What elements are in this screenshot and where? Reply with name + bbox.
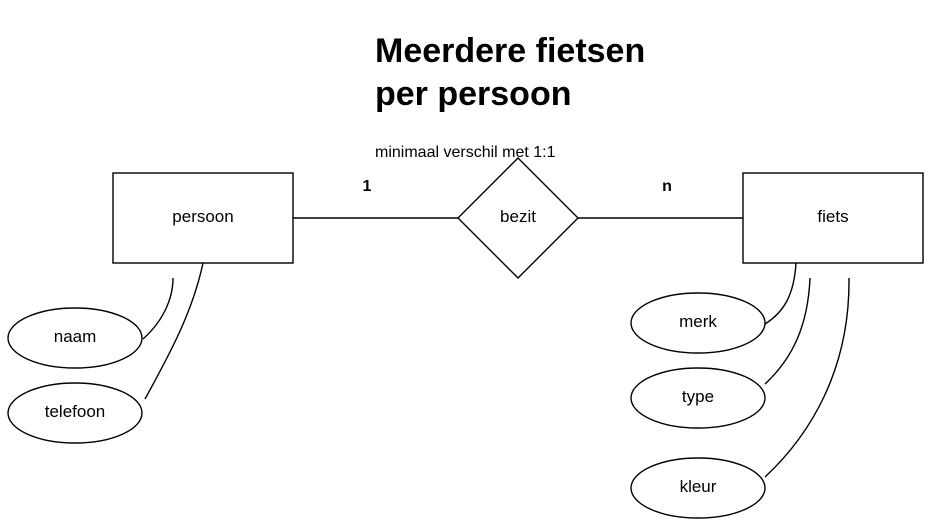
entity-fiets: fiets	[742, 172, 924, 264]
connector-fiets-kleur	[764, 277, 850, 478]
connector-persoon-telefoon	[144, 262, 204, 400]
entity-persoon-box	[112, 172, 294, 264]
cardinality-left: 1	[363, 178, 372, 195]
attribute-kleur-ellipse	[630, 457, 766, 519]
entity-persoon-label: persoon	[172, 207, 233, 226]
relationship-bezit-diamond	[457, 157, 579, 279]
attribute-telefoon-label: telefoon	[45, 402, 106, 421]
attribute-kleur: kleur	[630, 457, 766, 519]
diagram-title-line-2: per persoon	[375, 75, 571, 113]
cardinality-right: n	[662, 178, 672, 195]
attribute-type-ellipse	[630, 367, 766, 429]
attribute-kleur-label: kleur	[680, 477, 717, 496]
connector-fiets-type	[764, 277, 811, 385]
entity-fiets-label: fiets	[817, 207, 848, 226]
diagram-subtitle: minimaal verschil met 1:1	[375, 144, 556, 161]
attribute-naam-label: naam	[54, 327, 97, 346]
attribute-merk: merk	[630, 292, 766, 354]
connector-fiets-merk	[764, 262, 797, 325]
attribute-naam: naam	[7, 307, 143, 369]
connector-persoon-naam	[142, 277, 174, 340]
attribute-merk-label: merk	[679, 312, 717, 331]
entity-fiets-box	[742, 172, 924, 264]
relationship-bezit: bezit	[457, 157, 579, 279]
attribute-telefoon-ellipse	[7, 382, 143, 444]
attribute-telefoon: telefoon	[7, 382, 143, 444]
relationship-bezit-label: bezit	[500, 207, 536, 226]
attribute-naam-ellipse	[7, 307, 143, 369]
attribute-type-label: type	[682, 387, 714, 406]
attribute-merk-ellipse	[630, 292, 766, 354]
entity-persoon: persoon	[112, 172, 294, 264]
diagram-title-line-1: Meerdere fietsen	[375, 32, 645, 70]
attribute-type: type	[630, 367, 766, 429]
